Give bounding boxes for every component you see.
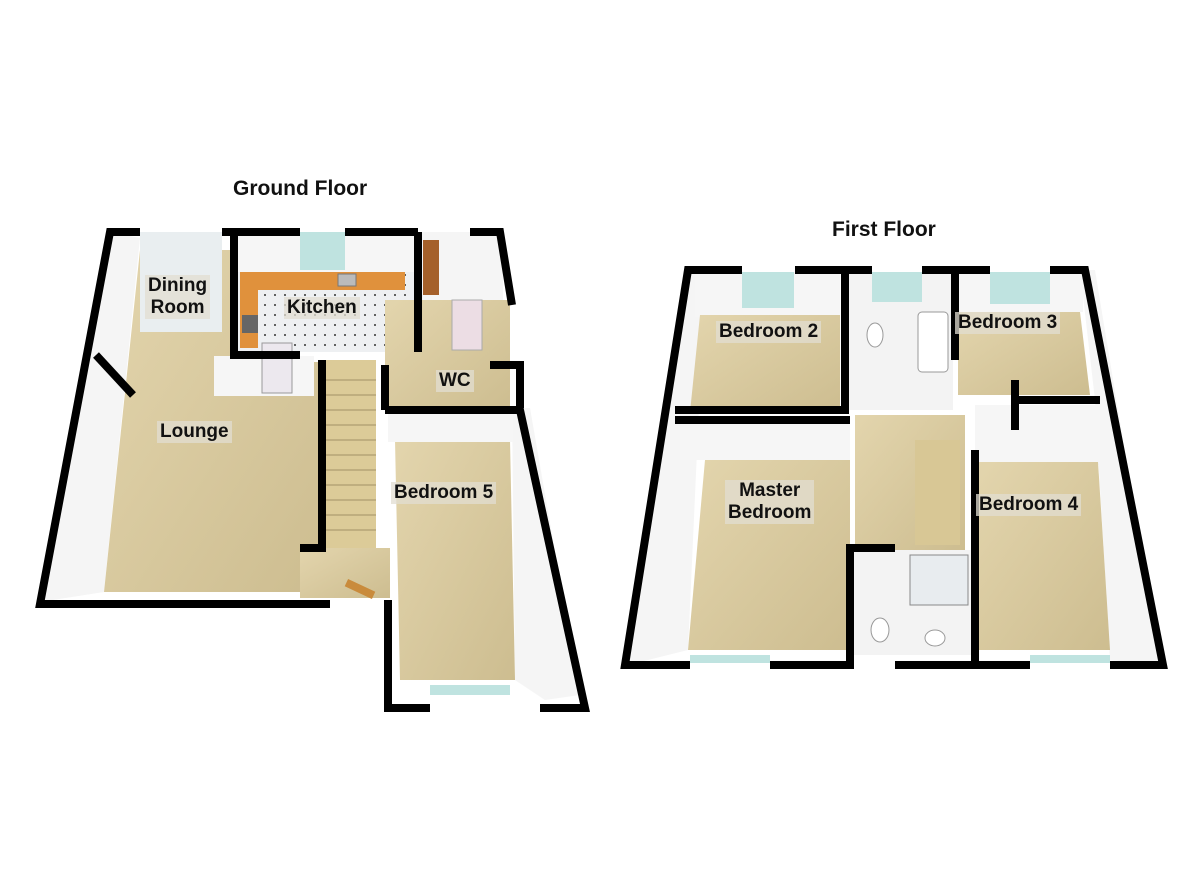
room-label-bedroom4: Bedroom 4 bbox=[976, 494, 1082, 516]
hallway-floor bbox=[300, 548, 390, 598]
dining-label-line1: Dining bbox=[148, 275, 208, 296]
bedroom5-window bbox=[430, 685, 510, 695]
ground-floor-title: Ground Floor bbox=[233, 177, 368, 200]
master-label-line1: Master bbox=[739, 480, 801, 501]
kitchen-counter bbox=[240, 272, 405, 348]
room-label-lounge: Lounge bbox=[157, 421, 232, 443]
first-floor-plan bbox=[620, 266, 1168, 669]
shower-icon bbox=[909, 554, 969, 606]
bedroom4-window bbox=[1030, 655, 1110, 663]
lounge-left-wall bbox=[40, 232, 140, 602]
toilet-icon bbox=[866, 322, 884, 348]
kitchen-window bbox=[300, 232, 345, 270]
hob-icon bbox=[242, 315, 258, 333]
room-label-bedroom2: Bedroom 2 bbox=[716, 321, 822, 343]
room-label-bedroom3: Bedroom 3 bbox=[955, 312, 1061, 334]
front-door bbox=[344, 579, 376, 599]
ensuite-toilet-icon bbox=[870, 617, 890, 643]
ensuite-basin-icon bbox=[924, 629, 946, 647]
room-label-kitchen: Kitchen bbox=[284, 297, 360, 319]
bedroom5-back-wall bbox=[388, 410, 513, 442]
bedroom4-floor bbox=[978, 462, 1110, 650]
master-back-wall bbox=[680, 420, 850, 460]
room-label-dining: Dining Room bbox=[145, 275, 211, 319]
first-floor-title: First Floor bbox=[832, 218, 936, 241]
master-label-line2: Bedroom bbox=[728, 502, 812, 523]
landing-stairs bbox=[915, 440, 960, 545]
room-label-master-bedroom: Master Bedroom bbox=[725, 480, 815, 524]
sink-icon bbox=[337, 273, 357, 287]
bedroom5-floor bbox=[395, 440, 515, 680]
room-label-wc: WC bbox=[436, 370, 474, 392]
first-floor-left-wall bbox=[628, 270, 705, 665]
bedroom2-window bbox=[742, 272, 794, 308]
porch-door bbox=[423, 240, 439, 295]
bedroom5-right-wall bbox=[512, 408, 580, 700]
room-label-bedroom5: Bedroom 5 bbox=[391, 482, 497, 504]
bedroom3-window bbox=[990, 272, 1050, 304]
master-window bbox=[690, 655, 770, 663]
wc-floor bbox=[385, 300, 510, 410]
kitchen-door bbox=[261, 342, 293, 394]
bedroom4-back-wall bbox=[975, 405, 1100, 465]
bath-icon bbox=[917, 311, 949, 373]
dining-label-line2: Room bbox=[150, 297, 205, 318]
hall-door bbox=[451, 299, 483, 351]
bathroom-window bbox=[872, 272, 922, 302]
